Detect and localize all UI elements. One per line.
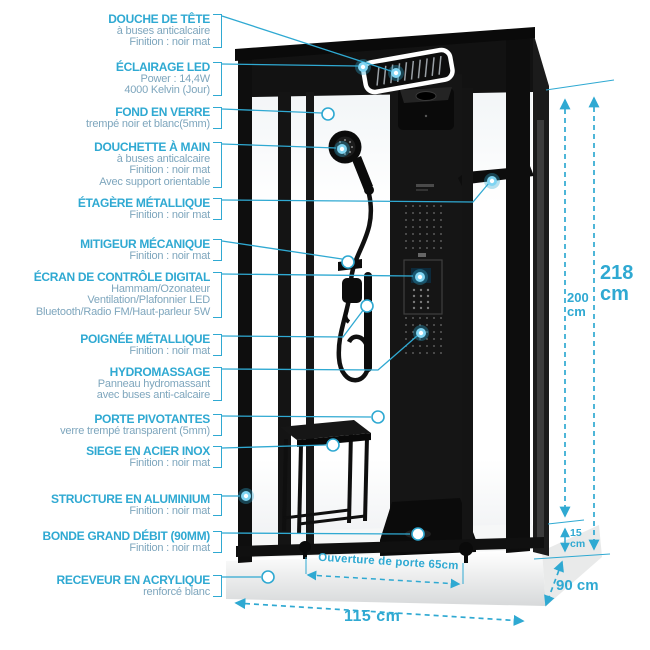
door-pivot-left-stem [303,551,307,559]
callout-douchette-a-main: DOUCHETTE À MAIN à buses anticalcaire Fi… [94,141,222,189]
callout-mitigeur-mecanique: MITIGEUR MÉCANIQUE Finition : noir mat [80,238,222,262]
callout-bracket [213,494,222,517]
speaker-lens-icon [415,91,437,101]
label-title: ÉCRAN DE CONTRÔLE DIGITAL [33,270,211,284]
callout-bracket [213,198,222,221]
dim-line-115 [234,598,525,626]
jet-grid-lower [405,317,442,354]
dim-line-door-opening [306,570,461,589]
callout-bracket [213,446,222,469]
callout-bracket [213,62,222,97]
column-logo2 [416,189,428,191]
stool [280,420,371,535]
callout-bracket [213,107,222,130]
right-glass-reflection [537,120,544,540]
label-title: SIEGE EN ACIER INOX [86,444,210,458]
callout-receveur-acrylique: RECEVEUR EN ACRYLIQUE renforcé blanc [56,573,222,598]
callout-fond-en-verre: FOND EN VERRE trempé noir et blanc(5mm) [86,106,222,130]
door-handle [364,272,372,372]
control-sensor [418,253,426,257]
control-panel-outline [403,259,443,315]
callout-bonde-grand-debit: BONDE GRAND DÉBIT (90MM) Finition : noir… [43,530,222,554]
label-title: MITIGEUR MÉCANIQUE [80,237,210,251]
callout-bracket [213,531,222,554]
dimension-inner-height: 200 cm [567,290,589,319]
callout-bracket [213,272,222,318]
jet-grid-upper [405,205,442,249]
callout-eclairage-led: ÉCLAIRAGE LED Power : 14,4W 4000 Kelvin … [116,61,222,97]
control-keypad [412,288,430,310]
dimension-width: 115 cm [344,608,401,625]
callout-hydromassage: HYDROMASSAGE Panneau hydromassant avec b… [97,366,222,402]
mixer-valve [342,278,362,303]
label-title: POIGNÉE MÉTALLIQUE [80,332,210,346]
door-pivot-left [299,541,311,553]
dimension-total-height: 218 cm [600,262,634,305]
label-title: STRUCTURE EN ALUMINIUM [51,492,210,506]
callout-bracket [213,14,222,49]
frame-mullion-right [462,88,473,552]
callout-bracket [213,414,222,437]
label-title: ÉTAGÈRE MÉTALLIQUE [77,196,210,210]
frame-bottom-rail [236,537,544,557]
dimension-depth: 90 cm [556,577,599,594]
cabin-illustration [226,27,602,606]
dim-line-90 [544,560,564,607]
label-title: HYDROMASSAGE [109,365,211,379]
label-title: BONDE GRAND DÉBIT (90MM) [42,529,211,543]
label-title: DOUCHE DE TÊTE [108,12,210,26]
dimension-tray-height: 15 cm [570,527,586,550]
callout-bracket [213,367,222,402]
frame-top-rail [235,27,535,61]
callout-ecran-de-controle: ÉCRAN DE CONTRÔLE DIGITAL Hammam/Ozonate… [34,271,222,319]
label-title: RECEVEUR EN ACRYLIQUE [56,573,211,587]
label-title: DOUCHETTE À MAIN [94,140,210,154]
label-title: FOND EN VERRE [115,105,210,119]
callout-bracket [213,142,222,188]
frame-mullion-left [306,92,314,554]
door-pivot-right [459,542,473,556]
mixer-hook [343,309,351,324]
callout-structure-aluminium: STRUCTURE EN ALUMINIUM Finition : noir m… [51,493,222,517]
callout-bracket [213,334,222,357]
door-pivot-right-stem [464,554,468,563]
callout-poignee-metallique: POIGNÉE MÉTALLIQUE Finition : noir mat [80,333,222,357]
callout-nodes [238,59,500,584]
rain-shower-head [361,47,455,95]
label-title: ÉCLAIRAGE LED [115,60,210,74]
frame-back-left-column [278,92,291,554]
callout-etagere-metallique: ÉTAGÈRE MÉTALLIQUE Finition : noir mat [78,197,222,221]
callout-lines [221,15,490,578]
label-title: PORTE PIVOTANTES [94,412,210,426]
callout-douche-de-tete: DOUCHE DE TÊTE à buses anticalcaire Fini… [108,13,222,49]
callout-siege-acier-inox: SIEGE EN ACIER INOX Finition : noir mat [86,445,222,469]
frame-front-right-column [506,33,530,553]
speaker-dot [424,114,428,118]
callout-porte-pivotantes: PORTE PIVOTANTES verre trempé transparen… [60,413,222,437]
callout-bracket [213,239,222,262]
frame-front-left-column [238,51,252,563]
callout-bracket [213,575,222,598]
column-logo [416,184,434,187]
dimension-lines [234,79,615,626]
